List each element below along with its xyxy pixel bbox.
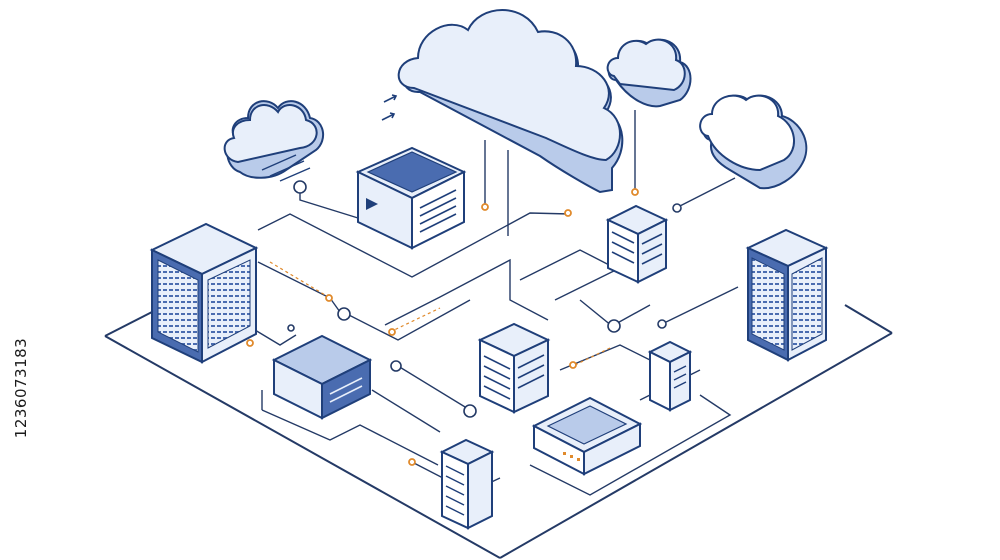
cloud-icon — [223, 100, 325, 182]
connection-lines — [254, 110, 739, 496]
status-dots — [246, 188, 639, 466]
platform-outline — [104, 304, 893, 559]
cloud-icon — [397, 9, 624, 194]
arrow-icon — [381, 94, 398, 121]
router-icon — [531, 396, 643, 476]
server-box-icon — [477, 322, 551, 414]
stock-id-label: 1236073183 — [4, 318, 38, 458]
cloud-icon — [699, 94, 808, 190]
tower-server-icon — [605, 204, 669, 284]
stock-id-text: 1236073183 — [12, 337, 30, 439]
desktop-unit-icon — [271, 334, 373, 420]
accent-lines — [269, 261, 611, 366]
server-rack-icon — [745, 228, 829, 362]
cloud-icon — [606, 38, 692, 108]
tower-server-icon — [439, 438, 495, 530]
server-rack-icon — [149, 222, 259, 364]
tower-server-icon — [647, 340, 693, 412]
server-box-icon — [355, 146, 467, 250]
network-nodes — [287, 180, 682, 418]
